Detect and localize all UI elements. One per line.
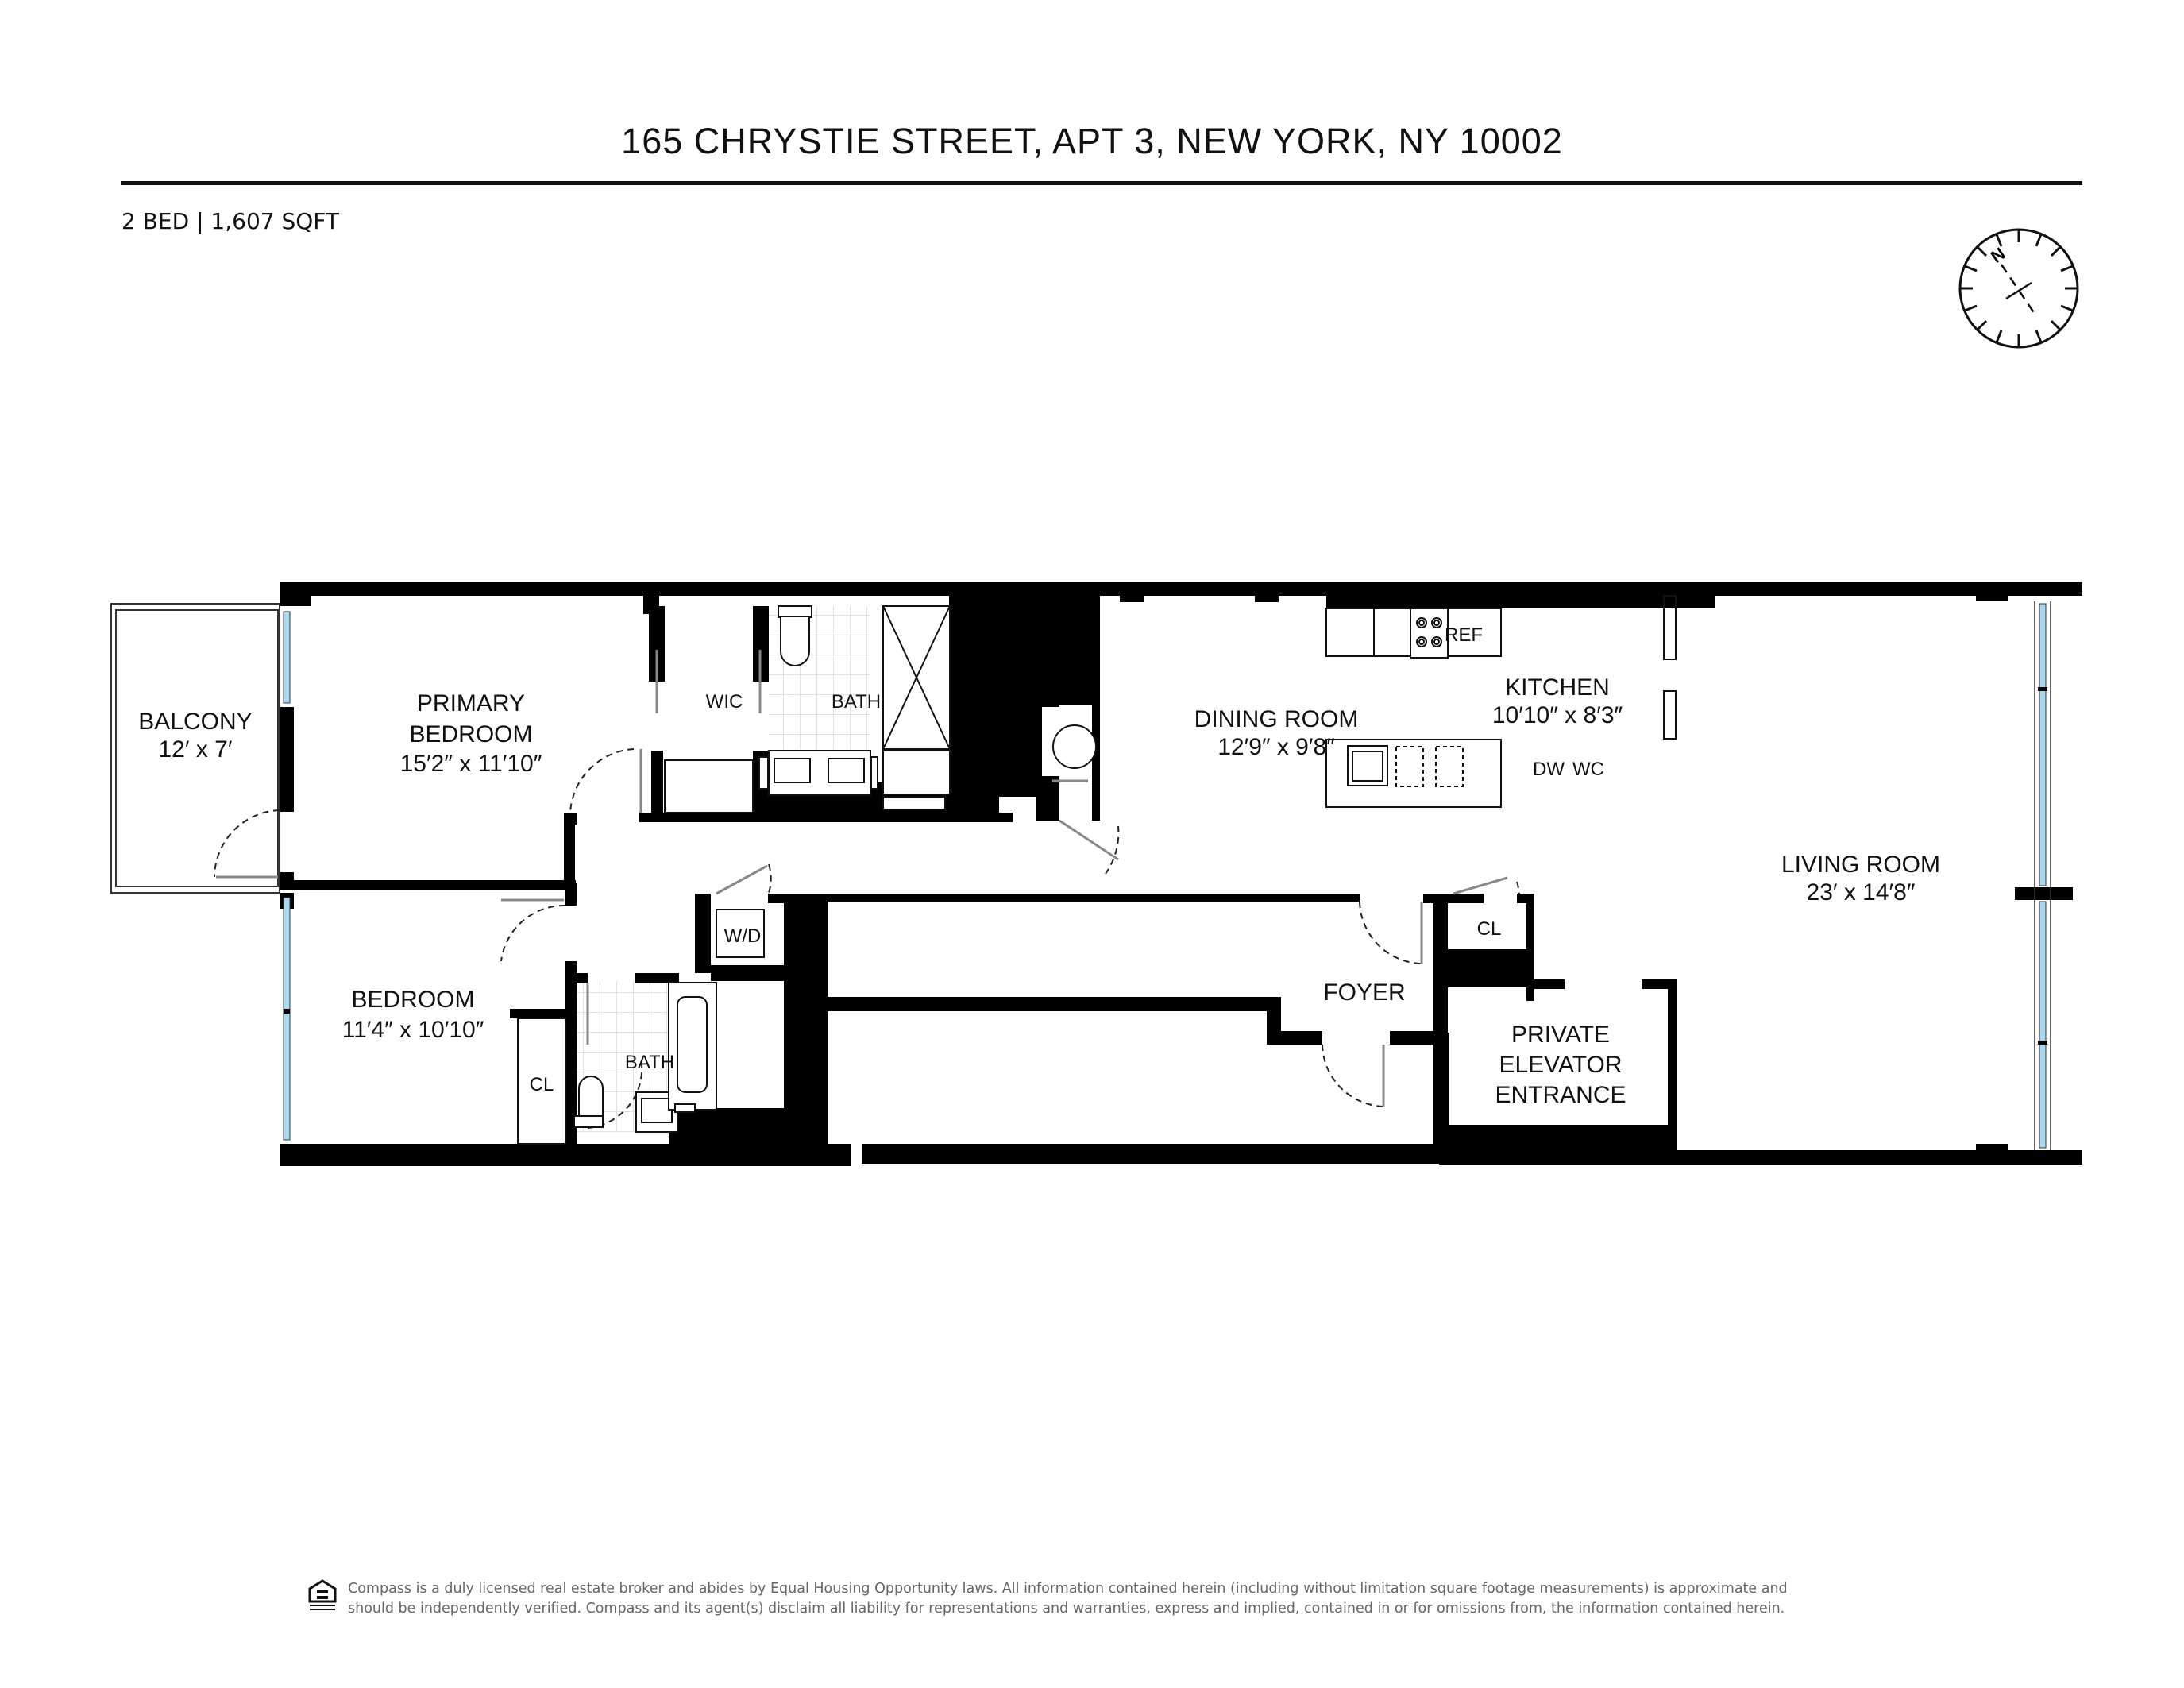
sink-icon — [774, 758, 811, 783]
primary-bedroom-dims: 15′2″ x 11′10″ — [400, 751, 542, 777]
elevator-name-2: ELEVATOR — [1499, 1052, 1622, 1078]
bedroom-name: BEDROOM — [351, 987, 474, 1013]
cooktop-icon — [1410, 608, 1449, 659]
compass-north-icon: N — [1958, 228, 2079, 349]
sink-icon — [828, 758, 865, 783]
refrigerator-label: REF — [1445, 624, 1483, 646]
property-summary: 2 BED | 1,607 SQFT — [122, 208, 339, 234]
living-room-dims: 23′ x 14′8″ — [1807, 879, 1916, 906]
wic-name: WIC — [706, 691, 743, 713]
toilet-icon — [578, 1076, 604, 1116]
elevator-name-1: PRIVATE — [1511, 1022, 1610, 1048]
hall-bath-name: BATH — [625, 1052, 674, 1073]
door-leaves — [216, 650, 1508, 1107]
bedroom-closet-label: CL — [530, 1074, 554, 1095]
walls — [280, 582, 2082, 1166]
disclaimer: Compass is a duly licensed real estate b… — [348, 1579, 1788, 1619]
utility-closet — [1042, 707, 1097, 776]
refrigerator — [1325, 608, 1375, 657]
water-heater-icon — [1052, 724, 1097, 769]
bedroom-dims: 11′4″ x 10′10″ — [342, 1017, 484, 1043]
hall-bath-fixtures — [573, 982, 717, 1133]
living-room-partitions — [1663, 595, 1677, 740]
kitchen-dims: 10′10″ x 8′3″ — [1492, 702, 1623, 728]
primary-bedroom-name-1: PRIMARY — [417, 690, 525, 717]
property-address-title: 165 CHRYSTIE STREET, APT 3, NEW YORK, NY… — [621, 121, 1563, 161]
room-labels: BALCONY 12′ x 7′ PRIMARY BEDROOM 15′2″ x… — [138, 624, 1940, 1108]
primary-bedroom-name-2: BEDROOM — [409, 721, 532, 747]
primary-bath-fixtures — [758, 605, 951, 810]
windows — [283, 601, 2051, 1150]
dishwasher — [1395, 746, 1424, 787]
foyer-closet-label: CL — [1477, 918, 1502, 940]
disclaimer-line-2: should be independently verified. Compas… — [348, 1601, 1785, 1617]
wine-cooler-label: WC — [1572, 759, 1604, 780]
living-room-name: LIVING ROOM — [1781, 852, 1940, 878]
wic-shelves — [664, 759, 754, 813]
dining-room-dims: 12′9″ x 9′8″ — [1217, 734, 1335, 760]
foyer-name: FOYER — [1323, 979, 1405, 1006]
door-swings — [214, 748, 1520, 1129]
bathtub-icon — [677, 996, 708, 1093]
primary-bath-name: BATH — [832, 691, 881, 713]
footer: Compass is a duly licensed real estate b… — [308, 1579, 1897, 1619]
header-divider — [121, 181, 2082, 185]
dining-room-name: DINING ROOM — [1194, 706, 1359, 732]
washer-dryer — [716, 909, 765, 958]
toilet-bowl-icon — [780, 617, 810, 666]
kitchen-name: KITCHEN — [1505, 674, 1610, 701]
laundry-label: W/D — [724, 925, 762, 947]
elevator-name-3: ENTRANCE — [1495, 1082, 1626, 1108]
bedroom-closet — [517, 1018, 566, 1145]
toilet-tank-icon — [778, 605, 812, 618]
balcony-name: BALCONY — [138, 709, 252, 735]
disclaimer-line-1: Compass is a duly licensed real estate b… — [348, 1581, 1788, 1597]
dishwasher-label: DW — [1533, 759, 1565, 780]
balcony-dims: 12′ x 7′ — [159, 736, 233, 763]
wine-cooler — [1435, 746, 1464, 787]
equal-housing-opportunity-icon — [308, 1579, 337, 1610]
kitchen-fixtures — [1325, 608, 1502, 808]
